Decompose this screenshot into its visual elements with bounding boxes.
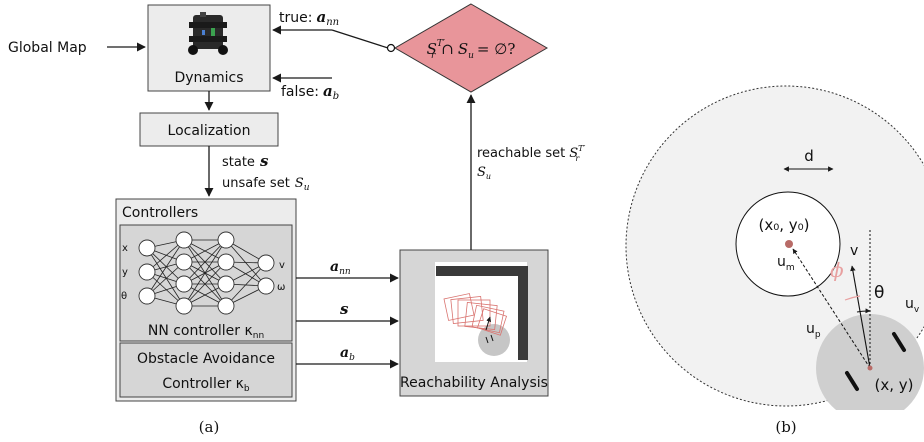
reachability-unsafe-region bbox=[478, 324, 510, 356]
obstacle-label-line1: Obstacle Avoidance bbox=[137, 351, 275, 367]
nn-edge bbox=[146, 239, 185, 297]
nn-output-v: v bbox=[279, 260, 285, 271]
robot-wheel-left bbox=[845, 371, 859, 391]
up-label: up bbox=[806, 321, 821, 340]
uv-label: uv bbox=[905, 296, 920, 315]
nn-node-layer-1 bbox=[175, 231, 193, 249]
nn-input-y: y bbox=[122, 267, 128, 278]
nn-input-theta: θ bbox=[121, 291, 127, 302]
v-label: v bbox=[850, 243, 858, 259]
nn-input-x: x bbox=[122, 243, 128, 254]
switch-node bbox=[386, 43, 396, 53]
nn-output-omega: ω bbox=[277, 282, 285, 293]
nn-node-layer-0 bbox=[138, 263, 156, 281]
reachability-heading-arrow bbox=[485, 316, 492, 331]
center-dot bbox=[785, 240, 793, 248]
s-arrow-label: s bbox=[340, 300, 349, 318]
caption-b: (b) bbox=[775, 418, 796, 436]
nn-edge bbox=[183, 239, 227, 285]
nn-node-layer-0 bbox=[138, 239, 156, 257]
nn-edge bbox=[146, 247, 185, 285]
nn-node-layer-1 bbox=[175, 297, 193, 315]
robot-position-dot bbox=[867, 365, 873, 371]
nn-edge bbox=[225, 239, 267, 287]
robot-wheel-right bbox=[892, 332, 906, 352]
nn-node-layer-1 bbox=[175, 275, 193, 293]
nn-edge bbox=[183, 239, 227, 307]
nn-node-layer-3 bbox=[257, 277, 275, 295]
nn-edge bbox=[183, 261, 227, 307]
caption-a: (a) bbox=[199, 418, 220, 436]
nn-node-layer-2 bbox=[217, 275, 235, 293]
reachability-robot-mark bbox=[490, 334, 494, 342]
false-label: false:ab bbox=[281, 82, 339, 102]
obstacle-controller-box bbox=[119, 342, 293, 398]
true-label: true:ann bbox=[279, 8, 339, 28]
phi-label: ϕ bbox=[830, 258, 844, 282]
reachability-robot-mark bbox=[485, 336, 489, 344]
panel-b: d (x₀, y₀) um v ϕ θ up uv (x, y) (b) bbox=[625, 85, 924, 436]
dynamics-label: Dynamics bbox=[174, 70, 243, 86]
center-label: (x₀, y₀) bbox=[758, 216, 809, 234]
nn-controller-label: NN controller κnn bbox=[148, 323, 264, 341]
nn-edge bbox=[146, 247, 185, 307]
robot-icon bbox=[188, 12, 228, 55]
theta-arc bbox=[856, 308, 871, 314]
d-label: d bbox=[804, 147, 814, 165]
nn-node-layer-2 bbox=[217, 297, 235, 315]
nn-node-layer-3 bbox=[257, 254, 275, 272]
phi-arc bbox=[844, 295, 861, 301]
su-label: Su bbox=[477, 165, 491, 181]
global-map-label: Global Map bbox=[8, 40, 87, 56]
robot-position-label: (x, y) bbox=[875, 376, 914, 394]
localization-label: Localization bbox=[168, 123, 251, 139]
nn-node-layer-2 bbox=[217, 253, 235, 271]
nn-node-layer-2 bbox=[217, 231, 235, 249]
theta-label: θ bbox=[874, 283, 884, 303]
um-label: um bbox=[777, 254, 795, 273]
ab-arrow-label: ab bbox=[340, 345, 355, 363]
v-vector bbox=[850, 265, 871, 369]
ann-arrow-label: ann bbox=[330, 259, 351, 277]
reachability-obstacle-wall bbox=[436, 266, 528, 360]
panel-a: Global Map Dynamics ST′r∩Su= ∅? true:ann bbox=[8, 3, 585, 436]
nn-edge bbox=[225, 262, 267, 307]
condition-diamond bbox=[394, 3, 548, 93]
up-vector bbox=[792, 248, 871, 369]
obstacle-label-line2: Controller κb bbox=[162, 376, 250, 394]
neural-network bbox=[138, 231, 275, 315]
condition-text: ST′r∩Su= ∅? bbox=[427, 39, 516, 61]
true-switch-line bbox=[331, 29, 389, 49]
nn-node-layer-0 bbox=[138, 287, 156, 305]
controllers-label: Controllers bbox=[122, 205, 198, 221]
nn-node-layer-1 bbox=[175, 253, 193, 271]
reachability-label: Reachability Analysis bbox=[400, 375, 548, 391]
